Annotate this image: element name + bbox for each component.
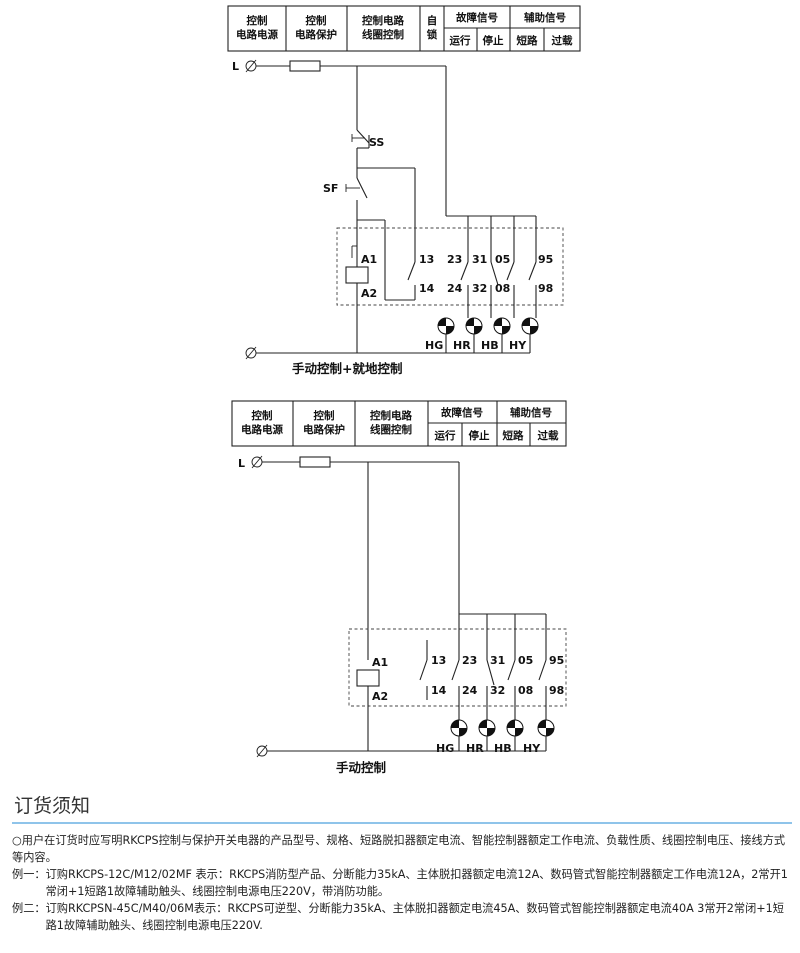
term2-24: 24 xyxy=(462,684,478,697)
s3: 短路 xyxy=(517,34,538,47)
d2-s2: 停止 xyxy=(469,429,490,442)
caption-1: 手动控制+就地控制 xyxy=(292,361,402,376)
fuse-2 xyxy=(299,456,331,468)
h2-line2: 电路保护 xyxy=(295,28,337,41)
term-31: 31 xyxy=(472,253,487,266)
term2-14: 14 xyxy=(431,684,447,697)
d2-h2-line2: 电路保护 xyxy=(303,423,345,436)
d2-h5: 故障信号 xyxy=(441,406,483,419)
h2-line1: 控制 xyxy=(306,14,327,27)
sf-button xyxy=(345,168,368,220)
lamp-HG-2: HG xyxy=(436,742,454,755)
h6: 辅助信号 xyxy=(524,11,566,24)
example-1-text: 订购RKCPS-12C/M12/02MF 表示：RKCPS消防型产品、分断能力3… xyxy=(45,868,788,898)
module-box-1 xyxy=(336,227,564,306)
d2-s3: 短路 xyxy=(503,429,524,442)
h4-line1: 自 xyxy=(427,14,438,27)
term-05: 05 xyxy=(495,253,510,266)
h5: 故障信号 xyxy=(456,11,498,24)
ss-button xyxy=(351,129,370,149)
diagram-2: 控制 电路电源 控制 电路保护 控制电路 线圈控制 故障信号 辅助信号 运行 停… xyxy=(231,400,567,775)
term2-05: 05 xyxy=(518,654,533,667)
label-A2-2: A2 xyxy=(372,690,388,703)
terminal-symbol xyxy=(256,744,268,758)
lamp-icon xyxy=(493,317,511,335)
s2: 停止 xyxy=(483,34,504,47)
coil-1 xyxy=(345,220,369,353)
label-SS: SS xyxy=(369,136,384,149)
lamp-HY-1: HY xyxy=(509,339,527,352)
term-14: 14 xyxy=(419,282,435,295)
example-2-prefix: 例二： xyxy=(12,902,46,915)
lamp-icon xyxy=(465,317,483,335)
fuse-1 xyxy=(289,60,321,72)
example-2-text: 订购RKCPSN-45C/M40/06M表示：RKCPS可逆型、分断能力35kA… xyxy=(45,902,784,932)
label-A2-1: A2 xyxy=(361,287,377,300)
wiring-diagrams: 控制 电路电源 控制 电路保护 控制电路 线圈控制 自 锁 故障信号 辅助信号 … xyxy=(227,5,581,775)
example-2: 例二： 订购RKCPSN-45C/M40/06M表示：RKCPS可逆型、分断能力… xyxy=(12,900,792,934)
lamp-icon xyxy=(478,719,496,737)
caption-2: 手动控制 xyxy=(336,760,386,775)
s1: 运行 xyxy=(450,34,471,47)
d2-h1-line2: 电路电源 xyxy=(241,423,283,436)
ordering-intro: ○用户在订货时应写明RKCPS控制与保护开关电器的产品型号、规格、短路脱扣器额定… xyxy=(12,834,786,864)
lamp-icon xyxy=(437,317,455,335)
lamp-HB-2: HB xyxy=(494,742,512,755)
example-1: 例一： 订购RKCPS-12C/M12/02MF 表示：RKCPS消防型产品、分… xyxy=(12,866,792,900)
h4-line2: 锁 xyxy=(427,28,438,41)
term-32: 32 xyxy=(472,282,487,295)
lamp-icon xyxy=(537,719,555,737)
term-13: 13 xyxy=(419,253,434,266)
d2-h3-line1: 控制电路 xyxy=(370,409,412,422)
section-divider xyxy=(12,822,792,824)
h3-line1: 控制电路 xyxy=(362,14,404,27)
s4: 过载 xyxy=(552,34,573,47)
d2-h1-line1: 控制 xyxy=(252,409,273,422)
diagram-1: 控制 电路电源 控制 电路保护 控制电路 线圈控制 自 锁 故障信号 辅助信号 … xyxy=(227,5,581,376)
ordering-section: 订货须知 ○用户在订货时应写明RKCPS控制与保护开关电器的产品型号、规格、短路… xyxy=(12,792,792,934)
term2-98: 98 xyxy=(549,684,564,697)
d2-s1: 运行 xyxy=(435,429,456,442)
lamp-HY-2: HY xyxy=(523,742,541,755)
term2-23: 23 xyxy=(462,654,477,667)
term-95: 95 xyxy=(538,253,553,266)
h1-line2: 电路电源 xyxy=(236,28,278,41)
coil-2 xyxy=(356,669,380,751)
term-24: 24 xyxy=(447,282,463,295)
lamp-HG-1: HG xyxy=(425,339,443,352)
label-SF: SF xyxy=(323,182,338,195)
lamp-HR-2: HR xyxy=(466,742,484,755)
term2-31: 31 xyxy=(490,654,505,667)
h3-line2: 线圈控制 xyxy=(362,28,404,41)
example-1-prefix: 例一： xyxy=(12,868,46,881)
header-table-1: 控制 电路电源 控制 电路保护 控制电路 线圈控制 自 锁 故障信号 辅助信号 … xyxy=(227,5,581,52)
terminal-symbol xyxy=(251,455,263,469)
terminal-symbol xyxy=(245,346,257,360)
terminal-symbol xyxy=(245,59,257,73)
lamp-icon xyxy=(506,719,524,737)
d2-s4: 过载 xyxy=(538,429,559,442)
term-08: 08 xyxy=(495,282,510,295)
label-L-1: L xyxy=(232,60,239,73)
section-title: 订货须知 xyxy=(14,795,91,817)
lamp-HB-1: HB xyxy=(481,339,499,352)
lamp-icon xyxy=(521,317,539,335)
lamp-HR-1: HR xyxy=(453,339,471,352)
d2-h2-line1: 控制 xyxy=(314,409,335,422)
term-98: 98 xyxy=(538,282,553,295)
term2-95: 95 xyxy=(549,654,564,667)
d2-h3-line2: 线圈控制 xyxy=(370,423,412,436)
h1-line1: 控制 xyxy=(247,14,268,27)
term2-08: 08 xyxy=(518,684,533,697)
lamp-icon xyxy=(450,719,468,737)
label-A1-1: A1 xyxy=(361,253,377,266)
term2-32: 32 xyxy=(490,684,505,697)
term2-13: 13 xyxy=(431,654,446,667)
d2-h6: 辅助信号 xyxy=(510,406,552,419)
term-23: 23 xyxy=(447,253,462,266)
module-box-2 xyxy=(348,628,567,707)
label-L-2: L xyxy=(238,457,245,470)
label-A1-2: A1 xyxy=(372,656,388,669)
header-table-2: 控制 电路电源 控制 电路保护 控制电路 线圈控制 故障信号 辅助信号 运行 停… xyxy=(231,400,567,447)
